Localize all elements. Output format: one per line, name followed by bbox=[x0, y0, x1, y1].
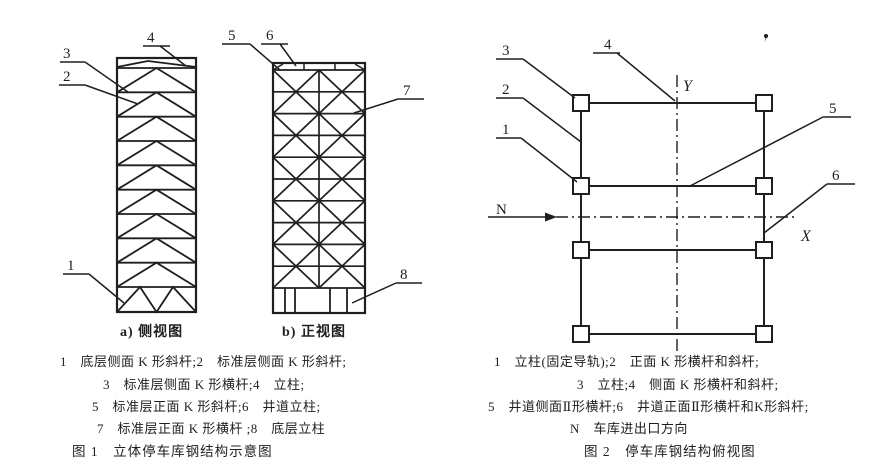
leader-fig2-2 bbox=[496, 97, 582, 143]
figure1-callout-numbers: 3 2 1 4 5 6 7 8 bbox=[63, 28, 411, 283]
callout-number: 4 bbox=[604, 37, 612, 53]
figure1-legend-line: 1 底层侧面 K 形斜杆;2 标准层侧面 K 形斜杆; bbox=[60, 354, 347, 369]
callout-number: 6 bbox=[266, 28, 274, 44]
column-square bbox=[572, 94, 590, 112]
tower-a-bottom-k-bracing bbox=[116, 285, 197, 314]
x-axis-label: X bbox=[800, 228, 812, 245]
figure1-legend-line: 3 标准层侧面 K 形横杆;4 立柱; bbox=[103, 377, 305, 392]
plan-view-drawing bbox=[488, 75, 798, 352]
leader-fig1-4 bbox=[143, 45, 187, 67]
leader-fig2-4 bbox=[593, 52, 676, 102]
callout-number: 5 bbox=[228, 28, 236, 44]
leader-fig1-1 bbox=[63, 273, 125, 304]
plan-column-markers bbox=[572, 94, 773, 343]
figure2-legend-line: N 车库进出口方向 bbox=[570, 421, 688, 436]
column-square bbox=[572, 241, 590, 259]
callout-number: 8 bbox=[400, 267, 408, 283]
scan-speck bbox=[764, 34, 768, 42]
figure2-legend-line: 5 井道侧面Ⅱ形横杆;6 井道正面Ⅱ形横杆和K形斜杆; bbox=[488, 399, 809, 414]
figure2-callout-numbers: 3 2 1 4 5 6 N Y X bbox=[496, 37, 840, 245]
tower-front-view-drawing bbox=[271, 61, 367, 315]
leader-fig1-5 bbox=[222, 43, 281, 71]
column-square bbox=[755, 94, 773, 112]
leader-fig1-2 bbox=[59, 84, 139, 105]
leader-fig1-8 bbox=[351, 282, 422, 304]
tower-a-outline bbox=[115, 56, 198, 314]
north-arrow-head bbox=[545, 212, 557, 222]
leader-fig1-7 bbox=[353, 98, 424, 114]
tower-b-outline bbox=[271, 61, 367, 315]
callout-number: 7 bbox=[403, 83, 411, 99]
callout-number: 3 bbox=[502, 43, 510, 59]
figure2-caption: 图 2 停车库钢结构俯视图 bbox=[584, 444, 756, 459]
tower-b-roof-posts bbox=[272, 63, 366, 71]
figure1-callout-leaders bbox=[59, 43, 424, 304]
leader-fig2-3 bbox=[496, 58, 576, 99]
leader-fig2-5 bbox=[689, 116, 851, 187]
y-axis-label: Y bbox=[683, 78, 694, 95]
callout-number: 2 bbox=[63, 69, 71, 85]
callout-number: 3 bbox=[63, 46, 71, 62]
leader-fig2-1 bbox=[496, 137, 578, 183]
callout-number: 2 bbox=[502, 82, 510, 98]
tower-b-bottom-columns bbox=[284, 288, 348, 313]
plan-horizontal-bars bbox=[581, 102, 764, 335]
callout-number: 1 bbox=[502, 122, 510, 138]
column-square bbox=[755, 177, 773, 195]
figure1-legend-line: 5 标准层正面 K 形斜杆;6 井道立柱; bbox=[92, 399, 321, 414]
figure2-callout-leaders bbox=[496, 52, 855, 234]
leader-fig1-3 bbox=[60, 61, 129, 93]
column-square bbox=[755, 241, 773, 259]
tower-side-view-drawing bbox=[115, 56, 198, 314]
figure2-legend-line: 1 立柱(固定导轨);2 正面 K 形横杆和斜杆; bbox=[494, 354, 760, 369]
callout-number: 1 bbox=[67, 258, 75, 274]
plan-columns-vertical-bars bbox=[580, 103, 765, 334]
figure1-view-caption-b: b) 正视图 bbox=[282, 325, 346, 340]
tower-b-x-bracing bbox=[272, 69, 366, 289]
column-square bbox=[572, 325, 590, 343]
callout-number: 6 bbox=[832, 168, 840, 184]
figure2-legend-line: 3 立柱;4 侧面 K 形横杆和斜杆; bbox=[577, 377, 779, 392]
leader-fig1-6 bbox=[261, 43, 297, 67]
tower-a-k-bracing bbox=[116, 60, 197, 288]
callout-number: 4 bbox=[147, 30, 155, 46]
column-square bbox=[755, 325, 773, 343]
north-direction-label: N bbox=[496, 202, 507, 218]
figure1-caption: 图 1 立体停车库钢结构示意图 bbox=[72, 444, 273, 459]
callout-number: 5 bbox=[829, 101, 837, 117]
figure1-legend-line: 7 标准层正面 K 形横杆 ;8 底层立柱 bbox=[97, 421, 326, 436]
figure1-view-caption-a: a) 侧视图 bbox=[120, 325, 184, 340]
leader-fig2-6 bbox=[763, 183, 855, 234]
